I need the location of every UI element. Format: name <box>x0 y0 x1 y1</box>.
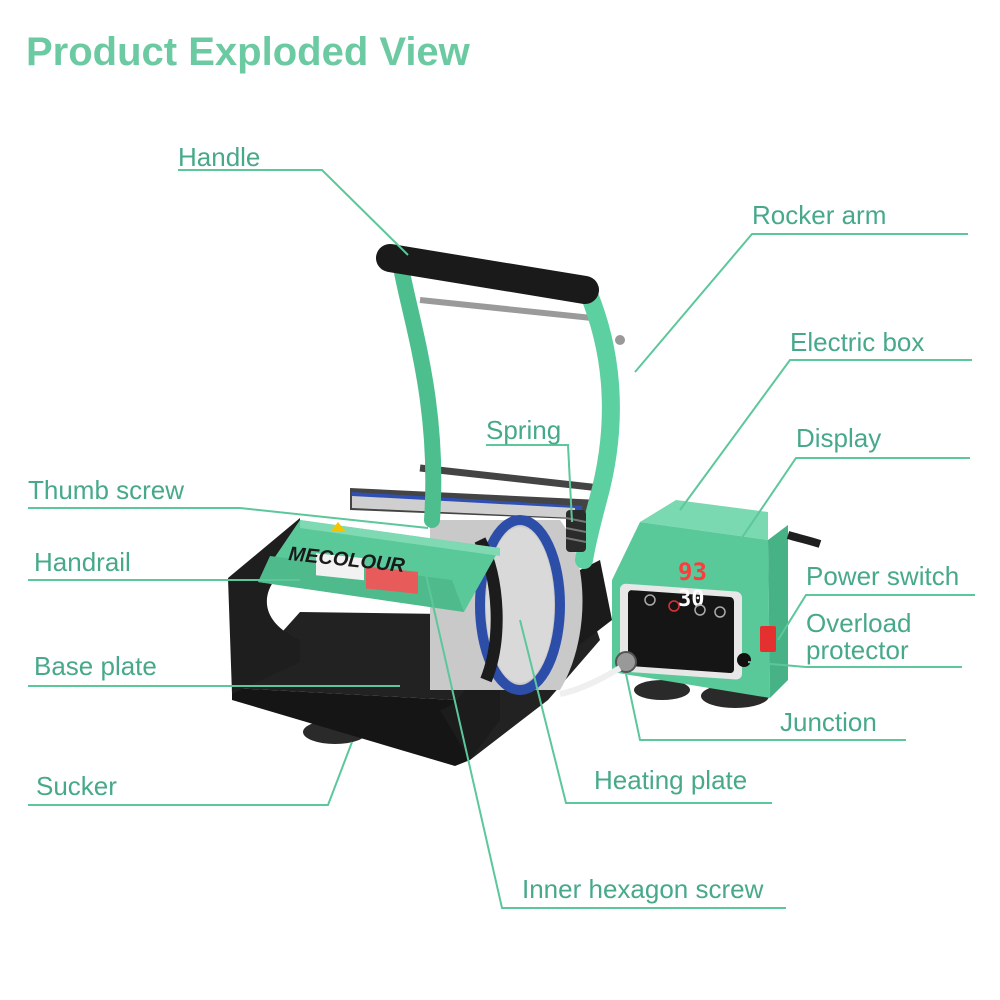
front-housing: MECOLOUR <box>258 520 500 612</box>
display-time: 30 <box>678 587 705 612</box>
display-panel <box>628 590 734 674</box>
leader-lines <box>28 169 975 909</box>
label-handrail: Handrail <box>34 547 131 577</box>
label-electric-box: Electric box <box>790 327 925 357</box>
spring <box>565 510 587 552</box>
label-rocker-arm: Rocker arm <box>752 200 887 230</box>
junction-connector <box>615 651 637 673</box>
label-spring: Spring <box>486 415 562 445</box>
label-thumb-screw: Thumb screw <box>28 475 185 505</box>
electric-box: 93 30 <box>559 500 822 698</box>
handle-grip <box>376 244 599 304</box>
label-overload-line2: protector <box>806 635 909 665</box>
label-base-plate: Base plate <box>34 651 157 681</box>
page-title: Product Exploded View <box>26 30 470 74</box>
label-overload-line1: Overload <box>806 608 912 638</box>
display-temperature: 93 <box>678 558 707 586</box>
label-power-switch: Power switch <box>806 561 960 591</box>
label-junction: Junction <box>780 707 877 737</box>
label-inner-hexagon-screw: Inner hexagon screw <box>522 874 764 904</box>
guide-rods <box>419 297 601 492</box>
label-sucker: Sucker <box>36 771 117 801</box>
power-switch <box>760 626 776 652</box>
overload-protector <box>737 653 751 667</box>
label-heating-plate: Heating plate <box>594 765 748 795</box>
label-handle: Handle <box>178 142 261 172</box>
label-display: Display <box>796 423 882 453</box>
